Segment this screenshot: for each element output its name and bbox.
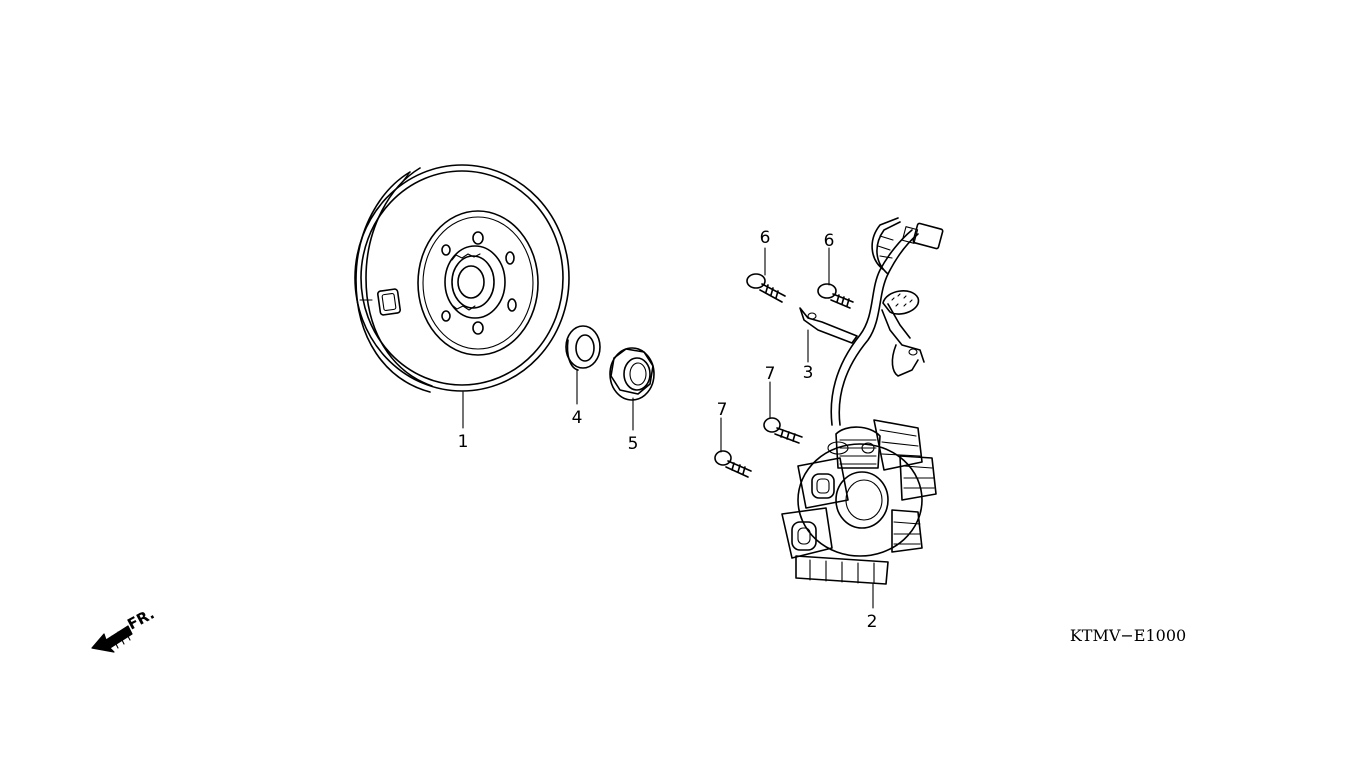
front-arrow-icon xyxy=(91,625,133,653)
bolt-7a-part xyxy=(763,417,803,444)
washer-part xyxy=(565,325,601,371)
bolt-7b-part xyxy=(714,450,752,478)
callout-3: 3 xyxy=(803,363,814,383)
bolt-6b-part xyxy=(817,283,854,309)
flange-nut-part xyxy=(609,347,655,401)
callout-2: 2 xyxy=(867,612,878,632)
stator-part xyxy=(781,217,944,585)
leader-lines xyxy=(462,247,874,609)
diagram-code: KTMV−E1000 xyxy=(1070,626,1186,645)
callout-7a: 7 xyxy=(765,364,776,384)
callout-5: 5 xyxy=(628,434,639,454)
wire-clamp-part xyxy=(799,307,858,344)
callout-7b: 7 xyxy=(717,400,728,420)
bolt-6a-part xyxy=(746,273,786,303)
callout-1: 1 xyxy=(458,432,469,452)
flywheel-part xyxy=(354,164,570,393)
callout-4: 4 xyxy=(572,408,583,428)
callouts: 1 2 3 4 5 6 6 7 7 xyxy=(458,228,878,632)
callout-6b: 6 xyxy=(824,231,835,251)
callout-6a: 6 xyxy=(760,228,771,248)
front-direction-indicator: FR. xyxy=(91,605,157,653)
